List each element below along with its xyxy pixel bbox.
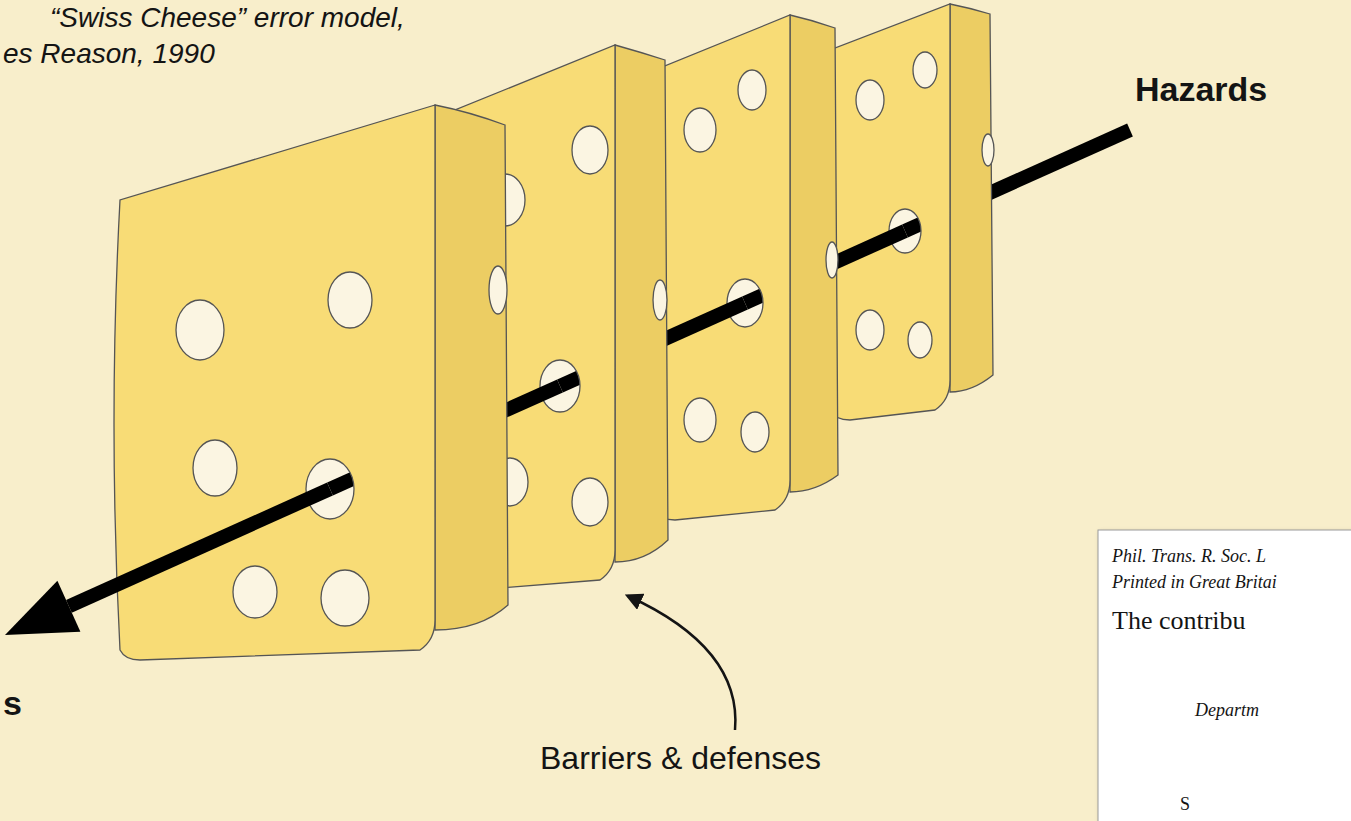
slice-side [615,45,668,562]
slice-side [790,15,838,492]
title-line: “Swiss Cheese” error model, [50,2,405,34]
journal-line: Phil. Trans. R. Soc. L [1112,546,1266,567]
losses-label: s [3,684,22,723]
cheese-slice [824,4,994,420]
holes [856,52,994,358]
hazards-label: Hazards [1135,70,1267,109]
slice-face [114,105,435,660]
printer-line: Printed in Great Britai [1112,572,1277,593]
cheese-slice [649,15,838,520]
body-start: S [1180,794,1190,815]
slice-side [950,4,993,392]
holes [485,126,667,526]
arrow-head [5,581,80,635]
slice-face [824,4,950,420]
paper-inset [1098,530,1351,821]
leader-line [628,596,735,730]
author-line: es Reason, 1990 [3,38,215,70]
holes [176,266,507,626]
slice-side [435,105,508,630]
holes [684,70,838,452]
barriers-label: Barriers & defenses [540,740,821,777]
department-line: Departm [1195,700,1259,721]
cheese-slice [114,105,508,660]
hazard-trajectory [69,489,330,606]
paper-title: The contribu [1112,606,1246,636]
slice-face [649,15,790,520]
